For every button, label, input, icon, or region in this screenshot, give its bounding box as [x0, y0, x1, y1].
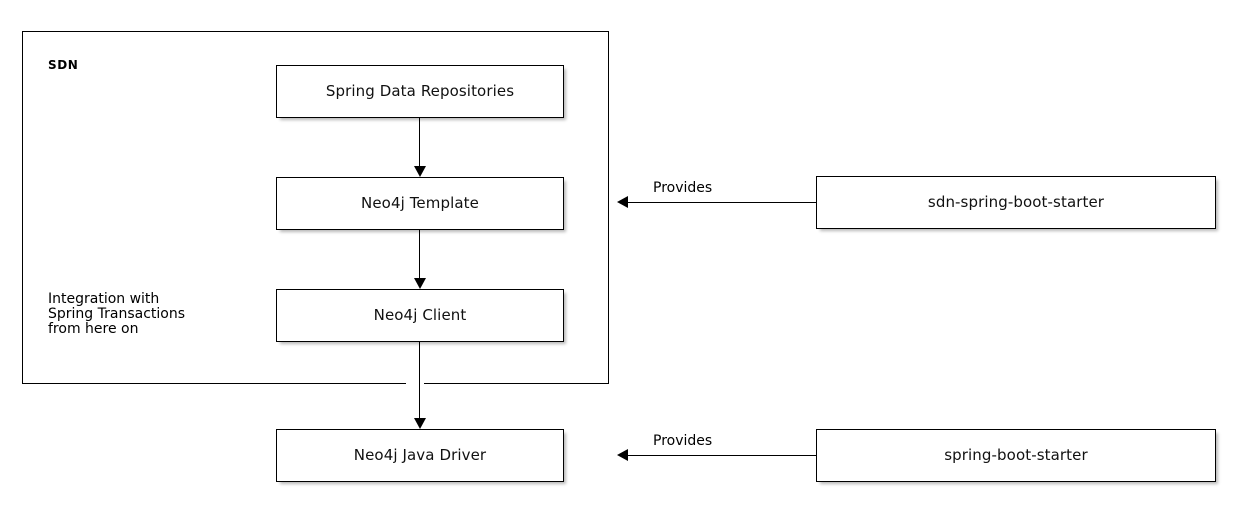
arrow-sdn-starter-provides-head: [617, 196, 628, 208]
sdn-container-left-edge: [22, 31, 23, 384]
arrow-repositories-to-template-line: [419, 118, 420, 166]
arrow-template-to-client-head: [414, 278, 426, 289]
box-spring-boot-starter[interactable]: spring-boot-starter: [816, 429, 1216, 482]
spring-transactions-note: Integration with Spring Transactions fro…: [48, 291, 186, 337]
sdn-container-top-edge: [22, 31, 609, 32]
box-neo4j-java-driver[interactable]: Neo4j Java Driver: [276, 429, 564, 482]
arrow-repositories-to-template-head: [414, 166, 426, 177]
box-neo4j-template[interactable]: Neo4j Template: [276, 177, 564, 230]
box-spring-data-repositories-label: Spring Data Repositories: [325, 82, 515, 100]
arrow-spring-starter-provides-line: [628, 455, 816, 456]
box-sdn-spring-boot-starter[interactable]: sdn-spring-boot-starter: [816, 176, 1216, 229]
edge-label-provides-sdn-starter: Provides: [653, 180, 713, 196]
sdn-container-bottom-edge-right: [424, 383, 609, 384]
box-sdn-spring-boot-starter-label: sdn-spring-boot-starter: [927, 193, 1105, 211]
box-neo4j-template-label: Neo4j Template: [361, 194, 479, 212]
arrow-client-to-driver-line: [419, 342, 420, 418]
sdn-container-bottom-edge-left: [22, 383, 406, 384]
box-spring-data-repositories[interactable]: Spring Data Repositories: [276, 65, 564, 118]
arrow-template-to-client-line: [419, 230, 420, 278]
sdn-container-right-edge: [608, 31, 609, 384]
box-neo4j-client[interactable]: Neo4j Client: [276, 289, 564, 342]
arrow-client-to-driver-head: [414, 418, 426, 429]
box-neo4j-client-label: Neo4j Client: [373, 306, 467, 324]
arrow-spring-starter-provides-head: [617, 449, 628, 461]
box-neo4j-java-driver-label: Neo4j Java Driver: [353, 446, 487, 464]
arrow-sdn-starter-provides-line: [628, 202, 816, 203]
sdn-container-title: SDN: [48, 58, 79, 72]
box-spring-boot-starter-label: spring-boot-starter: [944, 446, 1088, 464]
edge-label-provides-spring-starter: Provides: [653, 433, 713, 449]
